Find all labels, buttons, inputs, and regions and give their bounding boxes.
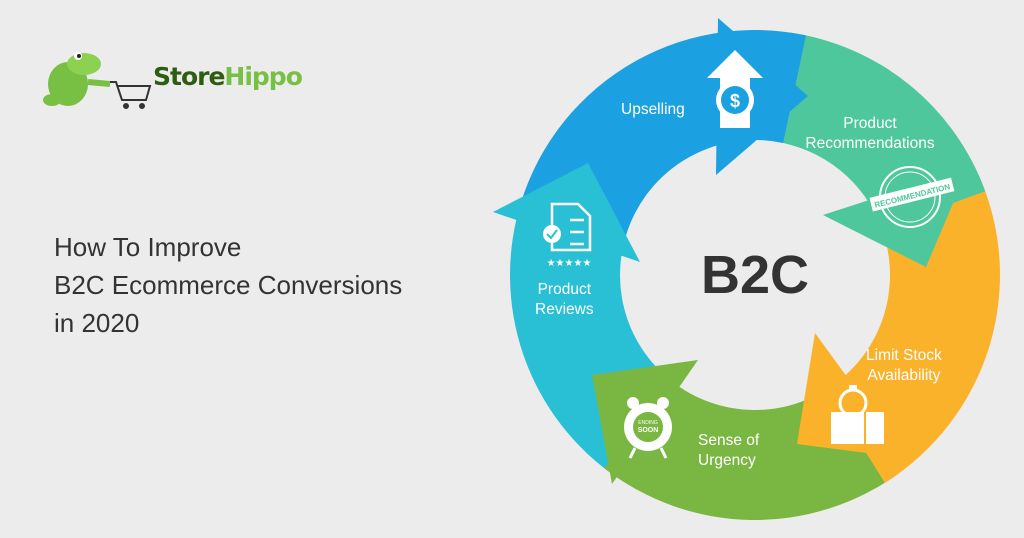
stock-box-timer-icon: [831, 385, 884, 444]
review-document-icon: ★★★★★: [543, 202, 592, 269]
logo-text: StoreHippo: [153, 62, 303, 91]
label-line: Product: [537, 281, 591, 298]
alarm-clock-icon: ENDING SOON: [624, 397, 672, 459]
svg-text:ENDING: ENDING: [638, 420, 658, 426]
logo-store-text: Store: [153, 62, 225, 91]
storehippo-logo: StoreHippo: [38, 42, 303, 114]
logo-hippo-text: Hippo: [224, 62, 302, 91]
label-upselling: Upselling: [621, 100, 685, 120]
label-line: Limit Stock: [866, 347, 942, 364]
label-line: Recommendations: [805, 135, 935, 152]
label-line: Upselling: [621, 101, 685, 118]
title-line: How To Improve: [54, 232, 242, 262]
label-line: Availability: [867, 367, 941, 384]
stock-segment: [826, 175, 1001, 483]
label-line: Product: [843, 115, 897, 132]
page-title: How To Improve B2C Ecommerce Conversions…: [54, 228, 402, 342]
svg-text:★★★★★: ★★★★★: [547, 258, 592, 269]
center-label: B2C: [700, 245, 810, 305]
svg-text:$: $: [730, 91, 740, 111]
label-line: Reviews: [535, 301, 594, 318]
label-line: Sense of: [698, 432, 760, 449]
title-line: B2C Ecommerce Conversions: [54, 270, 403, 300]
label-sense-of-urgency: Sense of Urgency: [698, 431, 759, 471]
label-line: Urgency: [698, 452, 756, 469]
title-line: in 2020: [54, 308, 140, 338]
dollar-up-arrow-icon: $: [707, 50, 763, 128]
reviews-arrowhead: [493, 163, 640, 262]
svg-text:SOON: SOON: [638, 427, 659, 434]
hippo-mascot-icon: [43, 52, 152, 109]
